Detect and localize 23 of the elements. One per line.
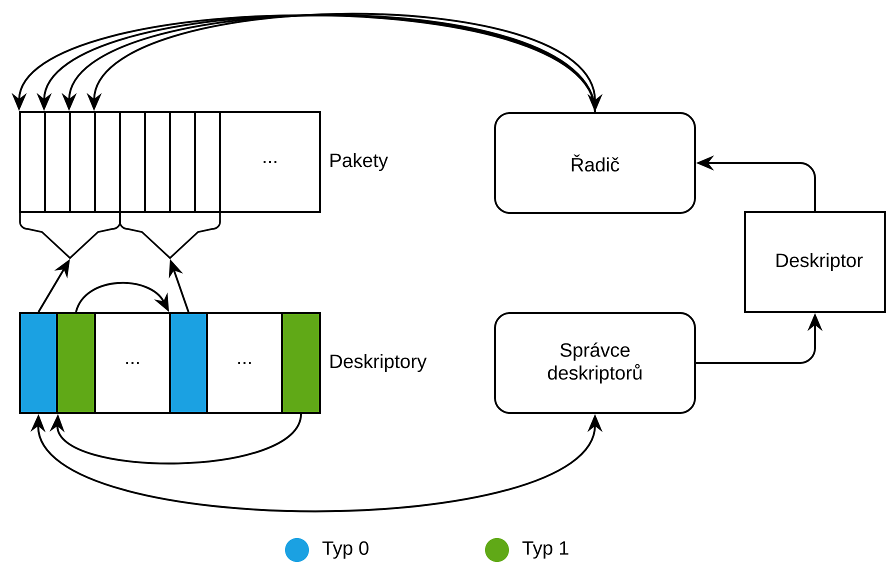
packet-cell [194, 111, 221, 213]
process-box: Deskriptor [744, 211, 886, 313]
packet-cell [144, 111, 171, 213]
packet-cell [69, 111, 96, 213]
packet-cell: ... [219, 111, 321, 213]
descriptor-cell [169, 312, 208, 414]
packet-cell [119, 111, 146, 213]
descriptor-cell [281, 312, 321, 414]
arrow [50, 414, 302, 464]
side-label: Pakety [330, 153, 388, 171]
legend-label: Typ 1 [522, 541, 568, 559]
side-label: Deskriptory [330, 354, 427, 372]
brace [119, 212, 221, 259]
descriptor-cell [56, 312, 96, 414]
rounded-box: Řadič [494, 112, 696, 214]
packet-cell [19, 111, 46, 213]
descriptor-cell [19, 312, 58, 414]
packet-cell [94, 111, 121, 213]
packet-cell [44, 111, 71, 213]
rounded-box: Správce deskriptorů [494, 312, 696, 414]
brace [19, 212, 121, 259]
legend-label: Typ 0 [322, 541, 368, 559]
packet-cell [169, 111, 196, 213]
